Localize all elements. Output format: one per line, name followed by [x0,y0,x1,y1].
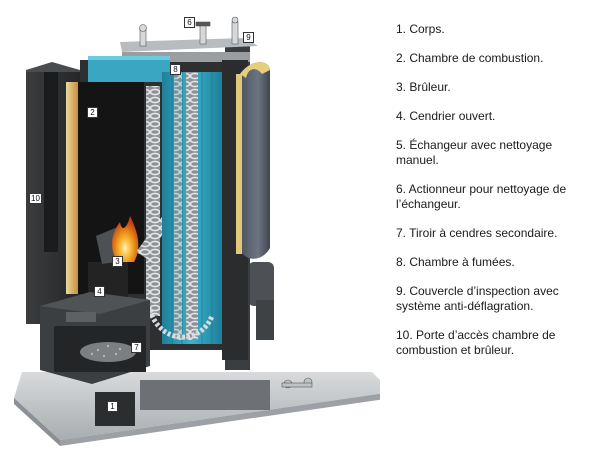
parts-legend: 1. Corps. 2. Chambre de combustion. 3. B… [396,22,596,372]
callout-4: 4 [94,286,105,297]
legend-item-2: 2. Chambre de combustion. [396,51,544,65]
callout-8: 8 [170,64,181,75]
callout-3: 3 [112,256,123,267]
legend-item-5: 5. Échangeur avec nettoyage manuel. [396,138,553,167]
callout-7: 7 [131,342,142,353]
top-lid [88,16,258,82]
ash-compartment [40,292,150,384]
legend-item-10: 10. Porte d’accès chambre de combustion … [396,328,556,357]
legend-item-1: 1. Corps. [396,22,445,36]
base-plate [14,372,380,446]
insulation-panel [66,82,78,294]
burner-flame [112,216,139,262]
fan-motor [248,262,274,340]
spiral-cleaner-left [146,86,160,316]
callout-9: 9 [243,32,254,43]
callout-10: 10 [29,193,42,204]
right-insulation [236,62,270,259]
callout-1: 1 [107,401,118,412]
legend-item-6: 6. Actionneur pour nettoyage de l’échang… [396,182,567,211]
callout-6: 6 [184,17,195,28]
legend-item-3: 3. Brûleur. [396,80,451,94]
callout-2: 2 [87,107,98,118]
legend-item-4: 4. Cendrier ouvert. [396,109,496,123]
boiler-cutaway-illustration [14,16,380,446]
legend-item-9: 9. Couvercle d’inspection avec système a… [396,284,559,313]
legend-item-7: 7. Tiroir à cendres secondaire. [396,226,558,240]
legend-item-8: 8. Chambre à fumées. [396,255,515,269]
heat-exchanger [147,72,222,344]
